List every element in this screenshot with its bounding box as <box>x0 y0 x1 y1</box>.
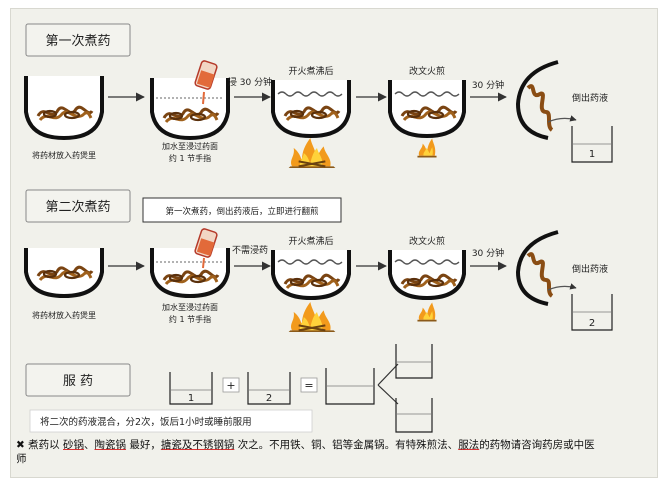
water-pitcher-icon <box>194 60 218 105</box>
serve-bowl-1-number: 1 <box>188 393 194 404</box>
bullet-icon: ✖ <box>16 439 25 451</box>
note-underlined: 搪瓷及不锈钢锅 <box>160 439 235 451</box>
note-underlined: 服法 <box>458 439 480 451</box>
pot2-step3 <box>271 250 351 301</box>
water-pitcher-icon <box>194 228 218 269</box>
bowl-2: 2 <box>571 294 613 331</box>
wait2-label: 30 分钟 <box>472 247 504 259</box>
mixed-bowl <box>325 368 375 405</box>
pot-step4 <box>388 80 466 139</box>
pot2-step4 <box>388 250 466 301</box>
pot-step1 <box>24 76 104 141</box>
second-decoction-callout: 第一次煮药，倒出药液后，立即进行翻煎 <box>142 197 342 223</box>
note-underlined: 陶瓷锅 <box>94 439 127 451</box>
strong-fire-icon <box>287 302 337 332</box>
note-text: 次之。不用铁、铜、铝等金属锅。有特殊煎法、 <box>237 439 459 451</box>
pot-step3 <box>271 80 351 139</box>
step2b-caption-1: 加水至浸过药面 <box>162 302 218 312</box>
note-text: 煮药以 <box>28 439 60 451</box>
section-first: 第一次煮药 <box>25 23 131 57</box>
low-fire-icon <box>417 302 437 322</box>
note-text: 、 <box>84 439 95 451</box>
pot-step2 <box>150 60 230 141</box>
boil2-label: 开火煮沸后 <box>288 235 333 247</box>
plus-sign: + <box>226 379 235 392</box>
section-second-label: 第二次煮药 <box>45 199 110 215</box>
bowl-1-number: 1 <box>589 149 595 160</box>
note-text: 师 <box>16 453 27 465</box>
step1-caption: 将药材放入药煲里 <box>32 150 96 160</box>
step2-caption-2: 约 1 节手指 <box>169 153 211 163</box>
cookware-note: ✖ 煮药以 砂锅、陶瓷锅 最好，搪瓷及不锈钢锅 次之。不用铁、铜、铝等金属锅。有… <box>16 438 646 466</box>
strong-fire-icon <box>287 138 337 168</box>
step2-caption-1: 加水至浸过药面 <box>162 141 218 151</box>
wait-label: 30 分钟 <box>472 79 504 91</box>
serve-instruction-text: 将二次的药液混合，分2次，饭后1小时或睡前服用 <box>40 416 252 428</box>
dose-bowl-1 <box>395 344 433 379</box>
pour2-label: 倒出药液 <box>572 263 608 275</box>
pot2-step1 <box>24 248 104 299</box>
serve-bowl-1: 1 <box>169 372 213 405</box>
step2b-caption-2: 约 1 节手指 <box>169 314 211 324</box>
nosoak-label: 不需浸药 <box>232 245 268 256</box>
serve-bowl-2-number: 2 <box>266 393 272 404</box>
pouring-pot <box>515 60 577 140</box>
simmer-label: 改文火煎 <box>409 65 445 77</box>
bowl-2-number: 2 <box>589 318 595 329</box>
callout-text: 第一次煮药，倒出药液后，立即进行翻煎 <box>165 206 319 217</box>
pour-label: 倒出药液 <box>572 92 608 104</box>
section-serve: 服 药 <box>25 363 131 397</box>
section-serve-label: 服 药 <box>63 374 93 389</box>
note-text: 最好， <box>129 439 161 451</box>
equals-sign: = <box>304 379 313 392</box>
split-line-up <box>377 363 399 386</box>
boil-label: 开火煮沸后 <box>288 65 333 77</box>
serve-instruction: 将二次的药液混合，分2次，饭后1小时或睡前服用 <box>29 409 313 433</box>
split-line-down <box>377 384 399 405</box>
pot2-step2 <box>150 228 230 299</box>
section-second: 第二次煮药 <box>25 189 131 223</box>
low-fire-icon <box>417 138 437 158</box>
bowl-1: 1 <box>571 126 613 163</box>
simmer2-label: 改文火煎 <box>409 235 445 247</box>
soak-label: 浸 30 分钟 <box>228 76 272 88</box>
step1b-caption: 将药材放入药煲里 <box>32 310 96 320</box>
note-text: 的药物请咨询药房或中医 <box>479 439 595 451</box>
pouring-pot-2 <box>515 230 577 306</box>
dose-bowl-2 <box>395 398 433 433</box>
serve-bowl-2: 2 <box>247 372 291 405</box>
note-underlined: 砂锅 <box>63 439 84 451</box>
section-first-label: 第一次煮药 <box>45 33 110 49</box>
